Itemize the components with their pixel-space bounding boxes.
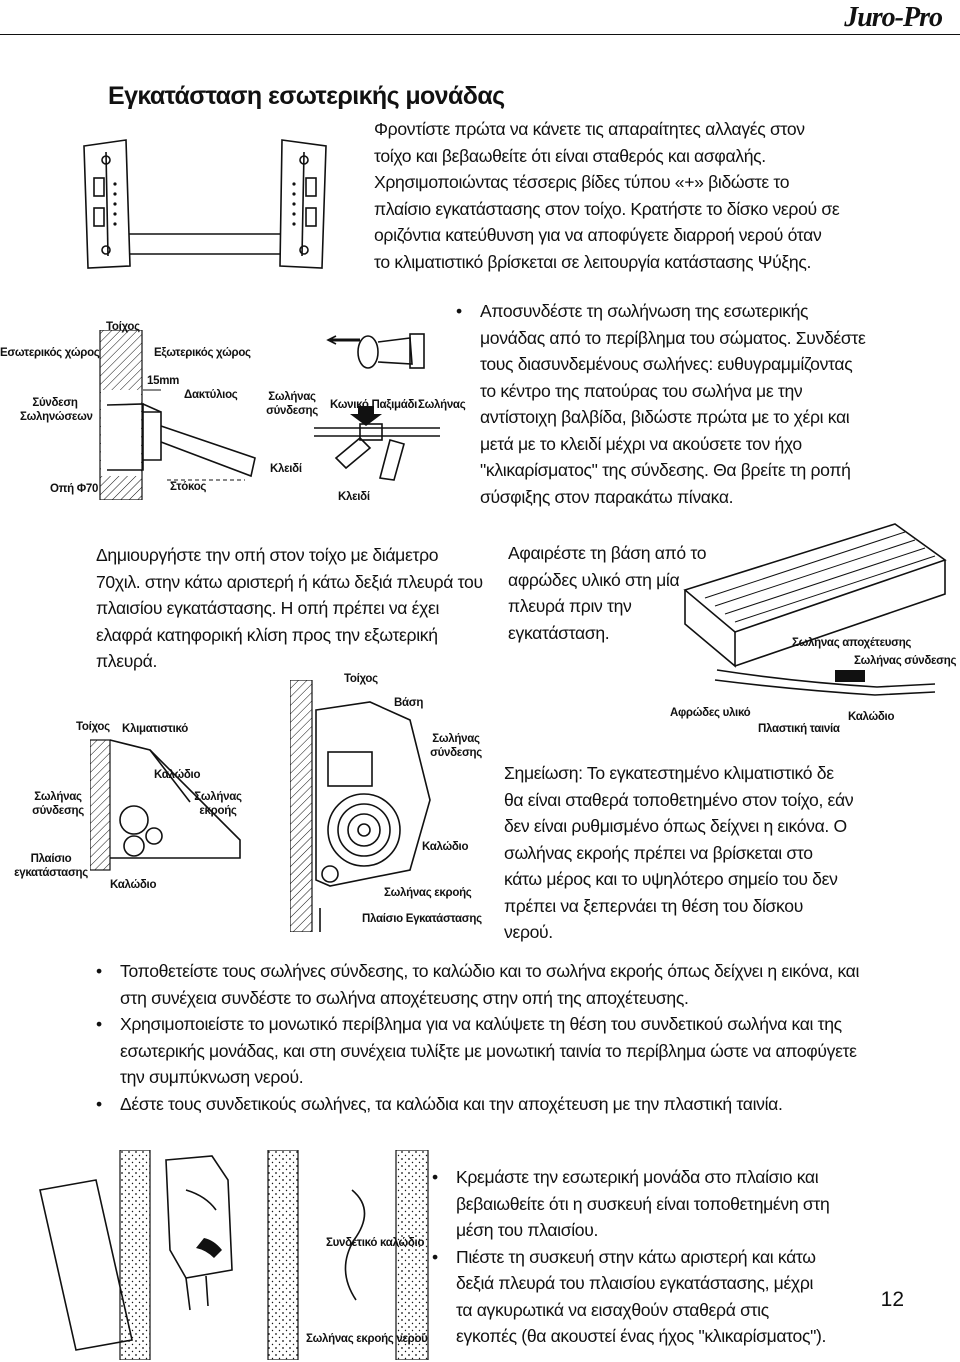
- label-connecting-pipe: Σωλήνας σύνδεσης: [262, 390, 322, 418]
- label-drain-right: Σωλήνας εκροής: [384, 887, 472, 899]
- label-connecting-pipe-l2: σύνδεσης: [266, 405, 318, 417]
- label-wall-left: Τοίχος: [76, 721, 110, 733]
- label-foam: Αφρώδες υλικό: [670, 707, 751, 719]
- label-wall-right: Τοίχος: [344, 673, 378, 685]
- label-wrench-1: Κλειδί: [270, 463, 302, 475]
- mounting-plate-figure: [83, 139, 327, 269]
- hang-bullet-2: Πιέστε τη συσκευή στην κάτω αριστερή και…: [432, 1244, 832, 1350]
- label-drain-left-l1: Σωλήνας: [194, 791, 242, 803]
- label-drain-left: Σωλήνας εκροής: [186, 790, 250, 818]
- label-drain-pipe: Σωλήνας αποχέτευσης: [792, 637, 912, 649]
- label-ring: Δακτύλιος: [184, 389, 238, 401]
- label-plastic-tape: Πλαστική ταινία: [758, 723, 840, 735]
- label-mm15: 15mm: [147, 375, 180, 387]
- page-number: 12: [880, 1288, 904, 1311]
- wall-hole-paragraph: Δημιουργήστε την οπή στον τοίχο με διάμε…: [96, 545, 483, 671]
- label-water-drain-pipe: Σωλήνας εκροής νερού: [306, 1333, 428, 1345]
- bottom-bullet-list: Τοποθετείστε τους σωλήνες σύνδεσης, το κ…: [96, 958, 876, 1117]
- indoor-unit-back-figure: [683, 523, 947, 696]
- label-hole-diameter: Οπή Φ70: [50, 483, 99, 495]
- label-pipe: Σωλήνας: [418, 399, 466, 411]
- hanging-unit-figure: [39, 1150, 429, 1360]
- label-connection-right-l1: Σωλήνας: [432, 733, 480, 745]
- label-frame-left-l2: εγκατάστασης: [14, 867, 88, 879]
- bottom-bullet-1: Τοποθετείστε τους σωλήνες σύνδεσης, το κ…: [96, 958, 876, 1011]
- label-wall: Τοίχος: [106, 321, 140, 333]
- label-cable: Καλώδιο: [848, 711, 895, 723]
- pipe-connection-bullet: Αποσυνδέστε τη σωλήνωση της εσωτερικής μ…: [456, 298, 870, 510]
- label-pipe-connection-l2: Σωληνώσεων: [20, 411, 93, 423]
- foam-paragraph: Αφαιρέστε τη βάση από το αφρώδες υλικό σ…: [508, 543, 707, 643]
- label-pipe-connection-l1: Σύνδεση: [32, 397, 78, 409]
- label-frame-right: Πλαίσιο Εγκατάστασης: [362, 913, 482, 925]
- label-cable-bottom: Καλώδιο: [110, 879, 157, 891]
- flare-connection-figure: [314, 333, 440, 481]
- wall-hole-figure: [99, 330, 256, 500]
- label-drain-left-l2: εκροής: [199, 805, 237, 817]
- label-cable-top: Καλώδιο: [154, 769, 201, 781]
- label-indoor-space: Εσωτερικός χώρος: [0, 347, 100, 359]
- label-frame-left: Πλαίσιο εγκατάστασης: [8, 852, 94, 880]
- label-wrench-2: Κλειδί: [338, 491, 370, 503]
- label-base: Βάση: [394, 697, 424, 709]
- bottom-bullet-2: Χρησιμοποιείστε το μονωτικό περίβλημα γι…: [96, 1011, 876, 1091]
- label-cable-right: Καλώδιο: [422, 841, 469, 853]
- page-title: Εγκατάσταση εσωτερικής μονάδας: [108, 82, 505, 110]
- brand-logo: Juro-Pro: [844, 2, 943, 33]
- label-pipe-connection: Σύνδεση Σωληνώσεων: [20, 396, 93, 424]
- note-paragraph: Σημείωση: Το εγκατεστημένο κλιματιστικό …: [504, 763, 854, 942]
- label-putty: Στόκος: [170, 481, 207, 493]
- label-connection-pipe: Σωλήνας σύνδεσης: [854, 655, 957, 667]
- label-connection-right: Σωλήνας σύνδεσης: [424, 732, 488, 760]
- label-frame-left-l1: Πλαίσιο: [30, 853, 72, 865]
- bottom-bullet-3: Δέστε τους συνδετικούς σωλήνες, τα καλώδ…: [96, 1091, 876, 1118]
- label-connection-left: Σωλήνας σύνδεσης: [26, 790, 90, 818]
- header-rule: [0, 34, 960, 35]
- label-connection-right-l2: σύνδεσης: [430, 747, 482, 759]
- hang-bullet-1: Κρεμάστε την εσωτερική μονάδα στο πλαίσι…: [432, 1164, 832, 1244]
- label-connection-left-l1: Σωλήνας: [34, 791, 82, 803]
- label-outdoor-space: Εξωτερικός χώρος: [154, 347, 251, 359]
- label-cone-nut: Κωνικό Παξιμάδι: [330, 399, 418, 411]
- label-connecting-cable: Συνδετικό καλώδιο: [326, 1237, 425, 1249]
- right-side-view-figure: [290, 680, 431, 932]
- left-side-view-figure: [90, 739, 241, 871]
- hang-bullet-list: Κρεμάστε την εσωτερική μονάδα στο πλαίσι…: [432, 1164, 832, 1350]
- label-air-conditioner: Κλιματιστικό: [122, 723, 188, 735]
- label-connecting-pipe-l1: Σωλήνας: [268, 391, 316, 403]
- label-connection-left-l2: σύνδεσης: [32, 805, 84, 817]
- intro-paragraph: Φροντίστε πρώτα να κάνετε τις απαραίτητε…: [374, 119, 840, 272]
